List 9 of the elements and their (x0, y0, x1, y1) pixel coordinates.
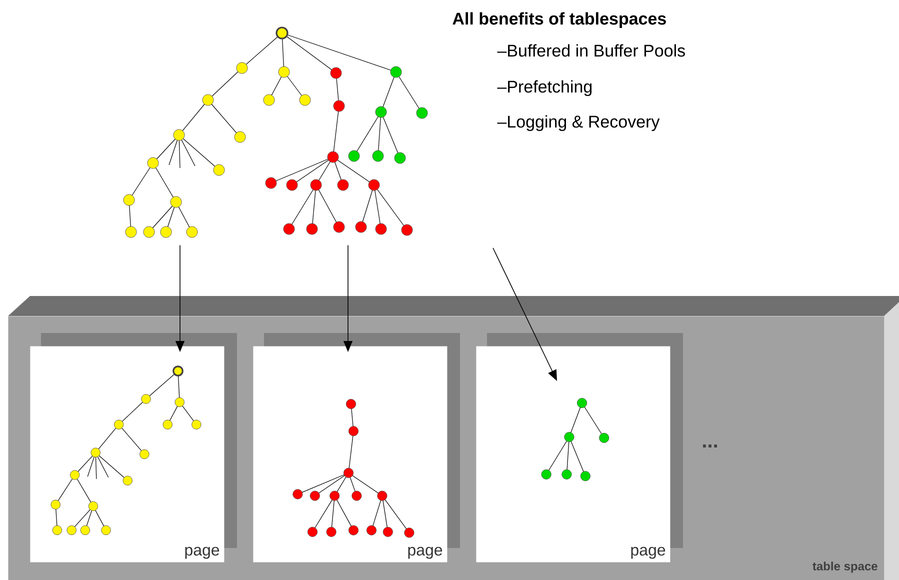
page-box: page (30, 346, 224, 562)
bullet-text: –Buffered in Buffer Pools (497, 44, 685, 57)
tree-drawing (123, 26, 428, 238)
heading: All benefits of tablespaces (452, 12, 666, 28)
page-box: page (253, 346, 448, 562)
page-box: page (476, 346, 670, 562)
bullet-text: –Logging & Recovery (497, 115, 660, 132)
ellipsis: ... (703, 444, 717, 448)
bullet-text: –Prefetching (497, 80, 592, 96)
